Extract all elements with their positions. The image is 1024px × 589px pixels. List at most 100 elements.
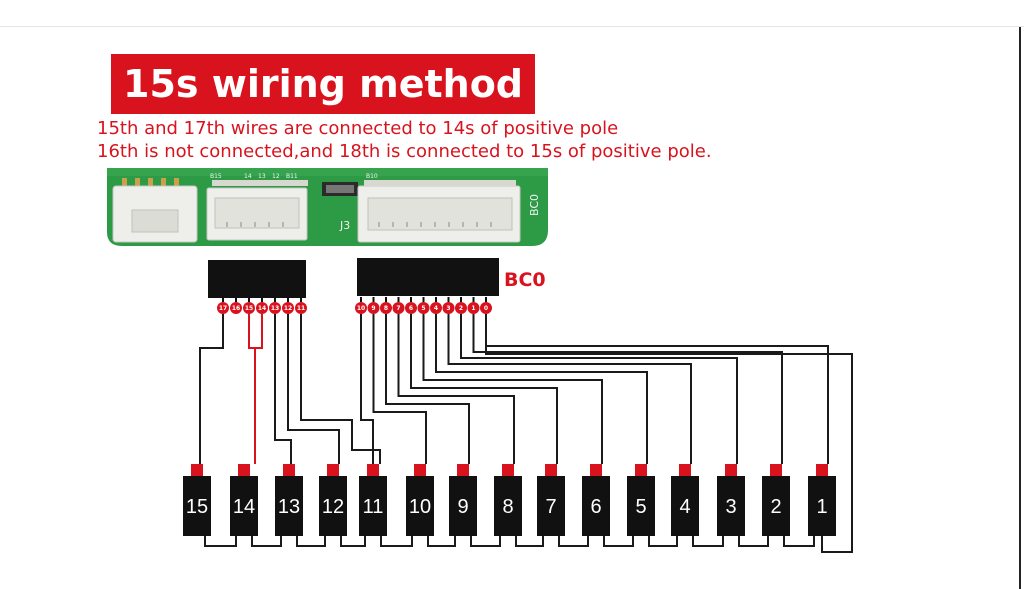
bc0-connector-block [357,258,499,296]
wire-bc-2 [460,314,738,464]
cell-5: 5 [627,464,655,536]
series-link [515,536,544,547]
series-link [251,536,282,547]
wire-bc-3 [447,314,692,464]
left-pin-label: 14 [258,305,266,312]
silk-b10: B10 [366,173,378,180]
series-link [380,536,413,547]
series-link [558,536,589,547]
pcb-j3-label: J3 [339,219,350,232]
bc0-pin-label: 10 [357,305,365,312]
bc0-pin-6 [405,302,417,314]
series-link [603,536,634,547]
cell-label: 3 [725,496,736,518]
cell-label: 5 [635,496,646,518]
bc0-pin-label: 1 [471,305,475,312]
cell-label: 14 [233,496,255,518]
bc0-pin-0 [480,302,492,314]
bc0-pin-5 [417,302,430,314]
cell-9: 9 [449,464,477,536]
left-pin-16 [230,302,242,314]
bc0-pin-9 [367,302,380,314]
cell-7: 7 [537,464,565,536]
note-line-1: 15th and 17th wires are connected to 14s… [97,118,619,139]
bc0-pin-3 [442,302,455,314]
bc0-pin-label: 3 [446,305,450,312]
cell-label: 8 [502,496,513,518]
bc0-pin-10 [355,302,367,314]
left-pin-13 [269,302,281,314]
silk-13: 13 [258,173,266,180]
cell-label: 9 [457,496,468,518]
silk-12: 12 [272,173,280,180]
cell-label: 4 [679,496,690,518]
series-link [427,536,456,547]
cell-15: 15 [183,464,211,536]
bc0-pin-4 [430,302,442,314]
cell-14: 14 [230,464,258,536]
bc0-pin-label: 6 [409,305,413,312]
wire-13 [274,314,292,464]
left-pin-label: 16 [232,305,240,312]
wire-bc-8 [385,314,470,464]
left-pin-label: 12 [284,305,292,312]
cell-label: 6 [590,496,601,518]
bc0-pin-label: 5 [421,305,425,312]
wire-bc-5 [422,314,603,464]
cell-6: 6 [582,464,610,536]
bc0-pin-7 [392,302,405,314]
cell-3: 3 [717,464,745,536]
pcb-bc0-label: BC0 [528,194,541,216]
left-pin-15 [243,302,255,314]
cell-label: 2 [770,496,781,518]
cell-label: 12 [322,496,344,518]
wire-bc-10 [360,314,374,464]
series-link [783,536,815,547]
bc0-pin-2 [455,302,467,314]
wire-bc-9 [372,314,427,464]
bc0-pin-label: 7 [396,305,400,312]
wire-bc-7 [397,314,515,464]
wire-11 [300,314,381,464]
series-link [648,536,678,547]
bc0-pin-label: 9 [371,305,375,312]
series-link [738,536,769,547]
series-link [340,536,366,547]
wire-17 [199,314,224,464]
left-pin-14 [256,302,268,314]
cell-2: 2 [762,464,790,536]
wire-15-to-14 [248,314,263,349]
cell-13: 13 [275,464,303,536]
left-pin-label: 17 [219,305,227,312]
page-title: 15s wiring method [111,54,535,114]
cell-label: 11 [363,496,384,518]
cell-label: 7 [545,496,556,518]
left-pin-12 [282,302,294,314]
bc0-pin-1 [467,302,480,314]
cell-label: 13 [278,496,300,518]
left-pin-17 [217,302,229,314]
bc0-pin-label: 4 [434,305,438,312]
wire-bc-4 [435,314,648,464]
cell-label: 15 [186,496,208,518]
cell-label: 10 [409,496,431,518]
left-pin-label: 11 [297,305,305,312]
bc0-label: BC0 [504,269,546,291]
bms-board: B15 14 13 12 B11 B10 J3 BC0 [107,168,548,246]
wire-12 [287,314,340,464]
silk-b15: B15 [210,173,222,180]
series-link [692,536,724,547]
series-link [296,536,326,547]
wire-b-minus [485,314,853,553]
right-rule [1019,27,1021,589]
series-link [204,536,237,547]
wire-bc-6 [410,314,558,464]
bc0-pin-label: 2 [459,305,463,312]
series-link [470,536,501,547]
bc0-pin-label: 0 [484,305,488,312]
wire-bc-1 [472,314,783,464]
bc0-pin-8 [380,302,392,314]
